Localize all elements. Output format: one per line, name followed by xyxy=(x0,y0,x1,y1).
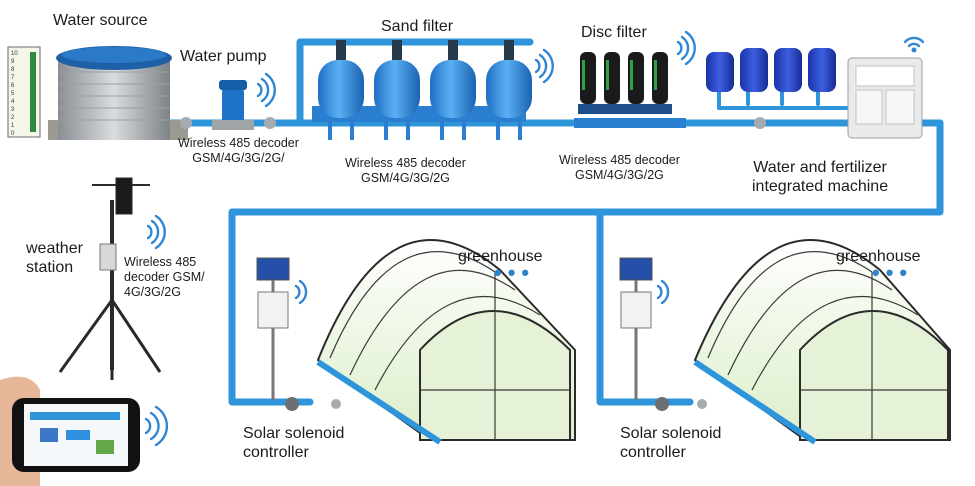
pump-decoder-line1: Wireless 485 decoder xyxy=(178,136,299,150)
water-level-gauge: 10 9 8 7 6 5 4 3 2 1 0 xyxy=(11,51,18,137)
water-pump xyxy=(180,80,276,130)
controller-2-line1: Solar solenoid xyxy=(620,425,722,442)
gauge-tick: 6 xyxy=(11,83,15,89)
wifi-icon xyxy=(534,48,554,84)
weather-decoder-line3: 4G/3G/2G xyxy=(124,285,181,299)
disc-decoder-line1: Wireless 485 decoder xyxy=(559,153,680,167)
greenhouse-1 xyxy=(316,239,576,445)
valve-icon xyxy=(180,117,192,129)
gauge-tick: 7 xyxy=(11,75,15,81)
smartphone-icon xyxy=(0,376,140,486)
wifi-icon xyxy=(144,405,169,447)
solar-panel-icon xyxy=(619,257,653,281)
weather-decoder-line1: Wireless 485 xyxy=(124,255,197,269)
weather-decoder-line2: decoder GSM/ xyxy=(124,270,205,284)
controller-2-label: Solar solenoid controller xyxy=(620,424,721,462)
greenhouse-2-label: greenhouse xyxy=(836,248,921,265)
distribution-pipe-left xyxy=(228,119,944,406)
solar-panel-icon xyxy=(256,257,290,281)
weather-station-line1: weather xyxy=(26,240,83,257)
gauge-tick: 4 xyxy=(11,99,15,105)
greenhouse-1-dots: ••• xyxy=(494,260,536,285)
disc-decoder-label: Wireless 485 decoder GSM/4G/3G/2G xyxy=(559,153,680,183)
weather-station-label: weather station xyxy=(26,239,83,277)
sand-decoder-line2: GSM/4G/3G/2G xyxy=(360,171,450,185)
solar-controller-1 xyxy=(256,257,341,411)
controller-1-label: Solar solenoid controller xyxy=(243,424,344,462)
gauge-tick: 1 xyxy=(11,123,15,129)
wifi-icon xyxy=(146,214,166,250)
weather-station-line2: station xyxy=(26,259,74,276)
wifi-icon xyxy=(676,30,696,66)
water-fertilizer-machine xyxy=(754,57,923,139)
gauge-tick: 2 xyxy=(11,115,15,121)
fertilizer-tank-pipe xyxy=(717,90,856,110)
greenhouse-2 xyxy=(693,239,951,445)
water-source-tank xyxy=(7,46,188,140)
greenhouse-2-dots: ••• xyxy=(872,260,914,285)
sand-filter-label: Sand filter xyxy=(381,18,454,35)
water-source-label: Water source xyxy=(53,12,148,29)
sand-decoder-label: Wireless 485 decoder GSM/4G/3G/2G xyxy=(345,156,466,186)
weather-station xyxy=(58,177,162,380)
gauge-tick: 9 xyxy=(11,59,15,65)
gauge-tick: 3 xyxy=(11,107,15,113)
weather-decoder-label: Wireless 485 decoder GSM/ 4G/3G/2G xyxy=(124,255,205,300)
wifi-icon xyxy=(656,279,670,305)
gauge-tick: 8 xyxy=(11,67,15,73)
disc-decoder-line2: GSM/4G/3G/2G xyxy=(574,168,664,182)
sand-decoder-line1: Wireless 485 decoder xyxy=(345,156,466,170)
wifi-icon xyxy=(903,36,925,53)
gauge-tick: 10 xyxy=(11,51,18,57)
wifi-icon xyxy=(256,72,276,108)
solar-controller-2 xyxy=(619,257,707,411)
fert-machine-line1: Water and fertilizer xyxy=(753,159,887,176)
gauge-tick: 0 xyxy=(11,131,15,137)
gauge-tick: 5 xyxy=(11,91,15,97)
pump-decoder-label: Wireless 485 decoder GSM/4G/3G/2G/ xyxy=(178,136,299,166)
water-pump-label: Water pump xyxy=(180,48,267,65)
disc-filter-label: Disc filter xyxy=(581,24,647,41)
fertilizer-tanks xyxy=(706,48,836,92)
disc-filters xyxy=(574,52,686,128)
greenhouse-1-label: greenhouse xyxy=(458,248,543,265)
fert-machine-line2: integrated machine xyxy=(752,178,889,195)
fert-machine-label: Water and fertilizer integrated machine xyxy=(752,158,888,196)
controller-2-line2: controller xyxy=(620,444,686,461)
wifi-icon xyxy=(294,279,308,305)
sand-filters xyxy=(312,40,532,140)
controller-1-line1: Solar solenoid xyxy=(243,425,345,442)
pump-decoder-line2: GSM/4G/3G/2G/ xyxy=(192,151,285,165)
controller-1-line2: controller xyxy=(243,444,309,461)
